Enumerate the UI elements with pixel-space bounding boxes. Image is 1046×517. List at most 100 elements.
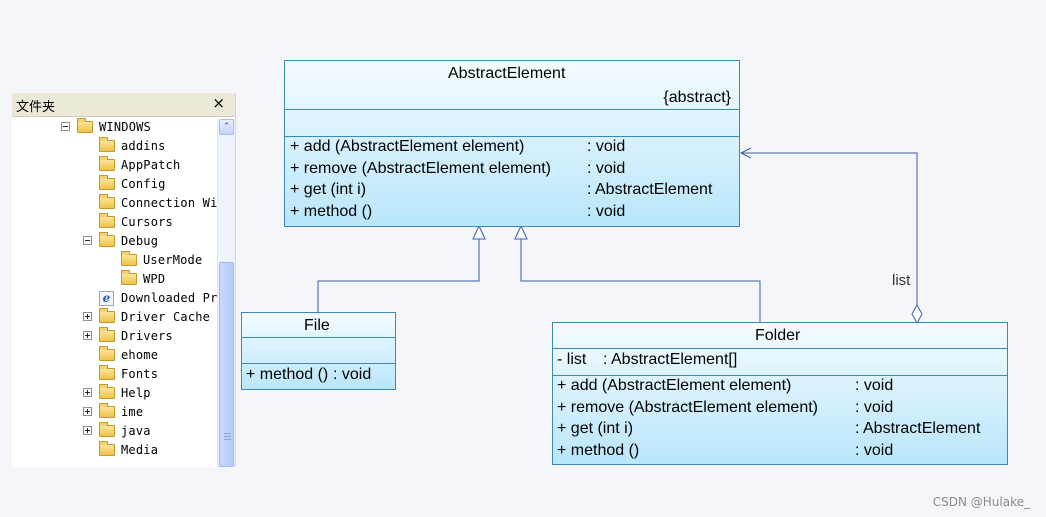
class-name: AbstractElement xyxy=(448,65,566,82)
tree-item[interactable]: Media xyxy=(12,441,217,460)
folder-icon xyxy=(121,251,137,266)
folder-icon xyxy=(99,175,115,190)
tree-item[interactable]: Config xyxy=(12,175,217,194)
folder-icon xyxy=(99,403,115,418)
folder-icon xyxy=(99,365,115,380)
tree-item-label: Driver Cache xyxy=(121,310,211,324)
tree-item-label: UserMode xyxy=(143,253,203,267)
tree-item-label: ehome xyxy=(121,348,159,362)
method-signature: + add (AbstractElement element) xyxy=(290,138,525,155)
scroll-thumb[interactable] xyxy=(219,262,234,467)
folder-icon xyxy=(99,137,115,152)
folder-class[interactable]: Folder - list : AbstractElement[] + add (… xyxy=(552,322,1008,465)
tree-item-label: Config xyxy=(121,177,166,191)
tree-item[interactable]: Debug xyxy=(12,232,217,251)
method-type: : void xyxy=(855,441,894,459)
tree-item[interactable]: Connection Wiz xyxy=(12,194,217,213)
method-type: : void xyxy=(587,159,626,177)
thumb-grip xyxy=(224,439,231,440)
panel-header: 文件夹 × xyxy=(12,93,235,117)
file-class[interactable]: File + method (): void xyxy=(241,312,396,390)
tree-item[interactable]: addins xyxy=(12,137,217,156)
tree-item-label: Help xyxy=(121,386,151,400)
close-icon[interactable]: × xyxy=(212,94,225,112)
folder-icon xyxy=(99,156,115,171)
method-signature: + add (AbstractElement element) xyxy=(557,377,792,394)
collapse-minus-icon[interactable] xyxy=(61,122,70,131)
method-signature: + method () xyxy=(246,366,329,383)
class-name: File xyxy=(304,317,330,334)
tree-item[interactable]: UserMode xyxy=(12,251,217,270)
tree-item[interactable]: java xyxy=(12,422,217,441)
tree-item[interactable]: Cursors xyxy=(12,213,217,232)
method-signature: + remove (AbstractElement element) xyxy=(557,398,818,416)
tree-item-label: WINDOWS xyxy=(99,120,151,134)
aggregation-diamond xyxy=(911,303,923,325)
expand-plus-icon[interactable] xyxy=(83,312,92,321)
folder-icon xyxy=(121,270,137,285)
tree-item[interactable]: ime xyxy=(12,403,217,422)
tree-item-label: WPD xyxy=(143,272,166,286)
tree-item[interactable]: ehome xyxy=(12,346,217,365)
collapse-minus-icon[interactable] xyxy=(83,236,92,245)
method-type: : void xyxy=(587,138,626,155)
vertical-scrollbar[interactable]: ⌃ xyxy=(217,119,235,467)
method-type: : void xyxy=(587,202,626,220)
tree-item-label: Media xyxy=(121,443,159,457)
abstract-stereotype: {abstract} xyxy=(663,89,731,106)
folder-icon xyxy=(99,213,115,228)
method-signature: + get (int i) xyxy=(557,420,634,437)
folder-generalization-arrowhead xyxy=(514,224,528,240)
separator xyxy=(242,363,395,364)
aggregation-arrowhead xyxy=(739,147,752,159)
watermark: CSDN @Hulake_ xyxy=(932,495,1030,509)
tree-item[interactable]: Drivers xyxy=(12,327,217,346)
tree-item[interactable]: Help xyxy=(12,384,217,403)
tree-item-label: java xyxy=(121,424,151,438)
separator xyxy=(553,348,1007,349)
expand-plus-icon[interactable] xyxy=(83,388,92,397)
panel-title: 文件夹 xyxy=(16,100,56,115)
folder-icon xyxy=(99,384,115,399)
attribute-type: : AbstractElement[] xyxy=(603,351,738,368)
expand-plus-icon[interactable] xyxy=(83,407,92,416)
tree-item-label: Drivers xyxy=(121,329,173,343)
tree-item[interactable]: WINDOWS xyxy=(12,118,217,137)
tree-item-label: Connection Wiz xyxy=(121,196,217,210)
tree-item-label: AppPatch xyxy=(121,158,181,172)
folder-icon xyxy=(99,308,115,323)
tree-item-label: ime xyxy=(121,405,144,419)
tree-item-label: Fonts xyxy=(121,367,159,381)
separator xyxy=(242,337,395,338)
folder-icon xyxy=(99,346,115,361)
method-signature: + get (int i) xyxy=(290,181,367,198)
tree-item[interactable]: WPD xyxy=(12,270,217,289)
folder-icon xyxy=(99,194,115,209)
folder-icon xyxy=(99,422,115,437)
tree-item-label: Debug xyxy=(121,234,159,248)
tree-item[interactable]: AppPatch xyxy=(12,156,217,175)
abstract-element-class[interactable]: AbstractElement {abstract} + add (Abstra… xyxy=(284,60,740,227)
class-name: Folder xyxy=(755,327,801,344)
scroll-up-arrow-icon[interactable]: ⌃ xyxy=(219,119,234,135)
separator xyxy=(285,109,739,110)
file-generalization-arrowhead xyxy=(472,224,486,240)
thumb-grip xyxy=(224,433,231,434)
expand-plus-icon[interactable] xyxy=(83,331,92,340)
file-generalization-line xyxy=(317,237,480,312)
method-type: : AbstractElement xyxy=(855,420,981,437)
method-type: : void xyxy=(855,377,894,394)
separator xyxy=(553,375,1007,376)
method-type: : void xyxy=(855,398,894,416)
folder-icon xyxy=(77,118,93,133)
tree-item-label: addins xyxy=(121,139,166,153)
attribute-signature: - list xyxy=(557,351,587,368)
expand-plus-icon[interactable] xyxy=(83,426,92,435)
tree-item[interactable]: Fonts xyxy=(12,365,217,384)
folder-icon xyxy=(99,327,115,342)
folder-generalization-line xyxy=(520,237,761,322)
tree-item[interactable]: Driver Cache xyxy=(12,308,217,327)
